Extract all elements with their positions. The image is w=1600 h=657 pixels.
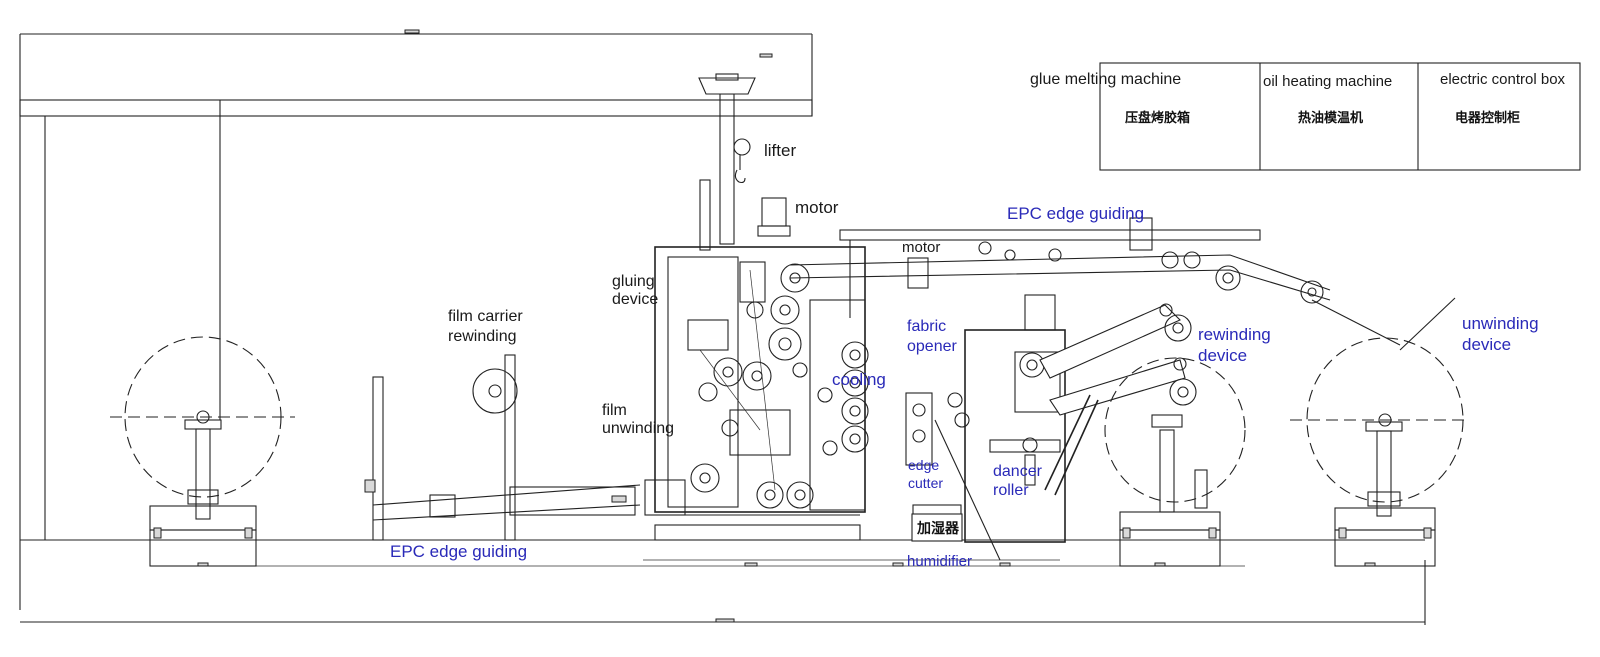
label-motor-top: motor bbox=[795, 198, 839, 217]
label-epc-bottom: EPC edge guiding bbox=[390, 542, 527, 561]
upper-conveyor-boom bbox=[789, 217, 1401, 346]
label-epc-top: EPC edge guiding bbox=[1007, 204, 1144, 223]
equipment-table: glue melting machine oil heating machine… bbox=[1030, 62, 1581, 171]
table-header-glue: glue melting machine bbox=[1030, 71, 1181, 88]
table-header-electric: electric control box bbox=[1440, 71, 1566, 88]
humidifier-box bbox=[911, 513, 963, 542]
humidifier-box-label: 加湿器 bbox=[916, 520, 960, 536]
label-lifter: lifter bbox=[764, 141, 796, 160]
dimension-marks bbox=[197, 29, 1376, 623]
right-unwinding-device bbox=[1290, 297, 1470, 567]
label-cooling: cooling bbox=[832, 370, 886, 389]
rewinding-device bbox=[1039, 303, 1246, 567]
label-humidifier: humidifier bbox=[907, 553, 972, 570]
dancer-roller-frame bbox=[964, 294, 1066, 543]
table-cn-oil: 热油模温机 bbox=[1298, 110, 1363, 125]
table-header-oil: oil heating machine bbox=[1263, 73, 1392, 90]
label-motor-mid: motor bbox=[902, 239, 940, 256]
left-roll-stand bbox=[110, 336, 295, 567]
table-cn-glue: 压盘烤胶箱 bbox=[1125, 110, 1190, 125]
top-motor bbox=[757, 197, 791, 237]
main-frame-rollers bbox=[690, 263, 838, 509]
cooling-rollers bbox=[841, 341, 869, 453]
lifter-column bbox=[698, 73, 756, 251]
film-carrier-stand bbox=[364, 354, 641, 541]
table-cn-electric: 电器控制柜 bbox=[1455, 110, 1520, 125]
